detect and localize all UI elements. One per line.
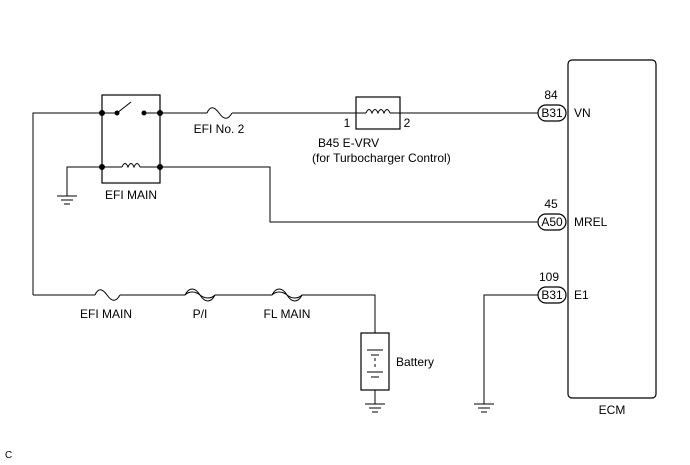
relay-pin-dot [99, 110, 105, 116]
fuse-efi-main-symbol [94, 289, 121, 301]
ecm-label: ECM [599, 403, 626, 417]
e1-ground-wire [483, 294, 538, 404]
fuse-efi-no2-label: EFI No. 2 [194, 122, 245, 136]
evrv-desc: (for Turbocharger Control) [312, 151, 451, 165]
connector-label: B31 [541, 288, 563, 302]
fusible-link-pi-symbol [184, 288, 216, 302]
fusible-link-fl-main-symbol [271, 288, 303, 302]
ecm-terminal-mrel: A50 45 MREL [537, 197, 608, 231]
battery-ground-symbol [365, 403, 385, 413]
pin-number: 45 [544, 197, 558, 211]
battery-symbol [360, 332, 390, 391]
efi-main-relay [101, 94, 161, 184]
figure-code: C [5, 450, 12, 461]
signal-name: E1 [574, 288, 589, 302]
signal-name: MREL [574, 215, 608, 229]
main-bus-wire [32, 112, 102, 295]
ecm-ground-symbol [474, 403, 494, 413]
evrv-name: B45 E-VRV [318, 136, 379, 150]
evrv-pin2: 2 [404, 116, 411, 130]
ecm-terminal-e1: B31 109 E1 [537, 270, 589, 304]
relay-label: EFI MAIN [105, 188, 157, 202]
evrv-pin1: 1 [344, 116, 351, 130]
ecm-terminal-vn: B31 84 VN [537, 88, 591, 122]
pin-number: 109 [539, 270, 559, 284]
ecm-box [567, 59, 657, 399]
evrv-solenoid [355, 96, 401, 130]
pin-number: 84 [544, 88, 558, 102]
mrel-wire [160, 166, 538, 223]
connector-label: A50 [541, 215, 563, 229]
relay-ground-wire [66, 166, 102, 196]
fuse-efi-main-label: EFI MAIN [80, 307, 132, 321]
signal-name: VN [574, 106, 591, 120]
battery-label: Battery [396, 355, 434, 369]
fusible-link-pi-label: P/I [193, 307, 208, 321]
ground-symbol [57, 195, 77, 205]
connector-label: B31 [541, 106, 563, 120]
fusible-link-fl-main-label: FL MAIN [264, 307, 311, 321]
fuse-efi-no2-symbol [206, 107, 233, 119]
